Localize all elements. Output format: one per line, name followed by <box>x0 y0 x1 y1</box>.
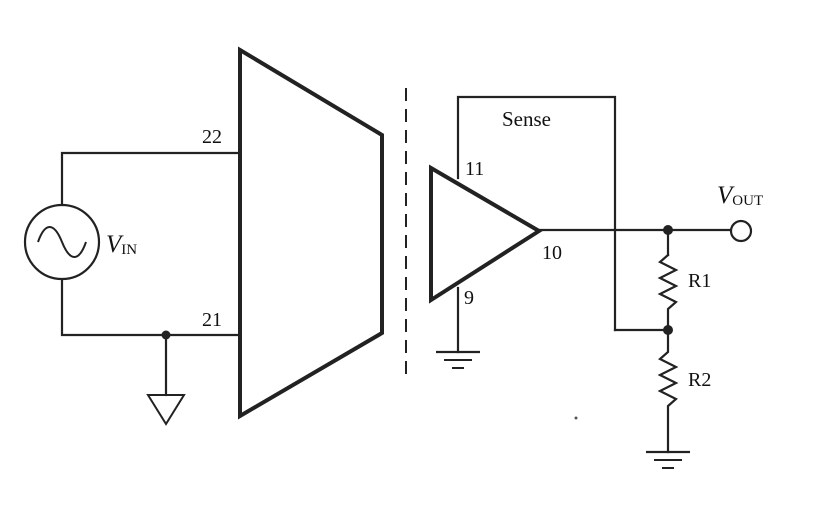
ac-source-icon <box>23 203 101 281</box>
resistor-r2-symbol <box>657 328 679 454</box>
scan-speck <box>574 416 578 420</box>
resistor-r1-symbol <box>657 253 679 332</box>
pin-9-label: 9 <box>464 287 474 309</box>
wire-pin22 <box>60 151 242 207</box>
ground-symbol-amplifier <box>436 350 480 369</box>
wire-sense-loop <box>456 95 617 332</box>
ground-symbol-divider <box>646 450 690 469</box>
wire-pin21 <box>60 278 242 337</box>
r2-label: R2 <box>688 369 711 391</box>
pin-10-label: 10 <box>542 242 562 264</box>
junction-dot-input <box>161 330 171 340</box>
vin-label: VIN <box>106 231 137 258</box>
output-amplifier-triangle <box>429 164 543 304</box>
pin-11-label: 11 <box>465 158 484 180</box>
ground-triangle-symbol <box>146 394 186 426</box>
pin-21-label: 21 <box>202 309 222 331</box>
isolation-block-input <box>238 46 384 420</box>
vout-terminal <box>729 219 753 243</box>
sense-label: Sense <box>502 107 551 131</box>
r1-label: R1 <box>688 270 711 292</box>
pin-22-label: 22 <box>202 126 222 148</box>
vout-label: VOUT <box>717 182 763 209</box>
